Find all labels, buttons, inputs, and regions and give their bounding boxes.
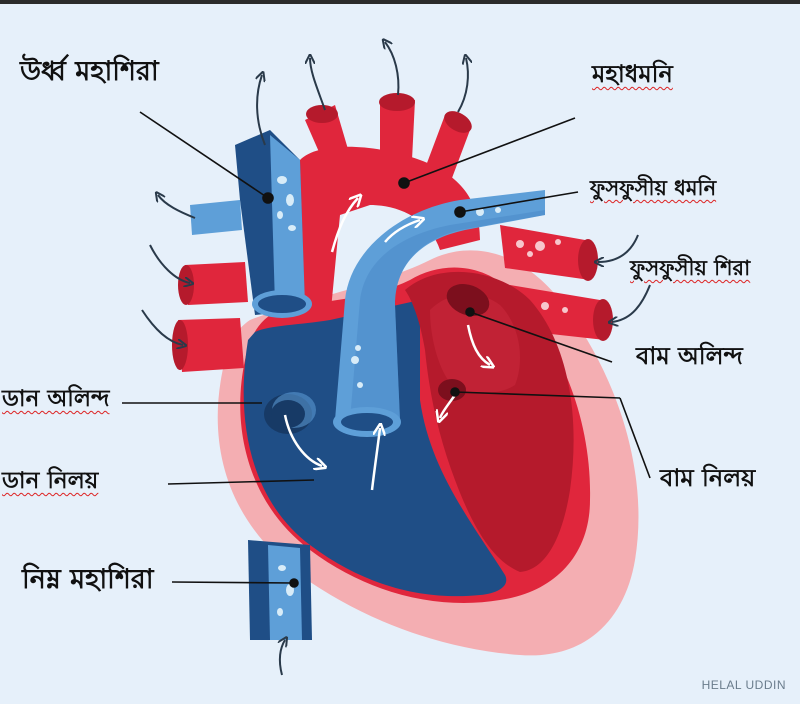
top-border bbox=[0, 0, 800, 4]
left-red-vessels bbox=[172, 262, 248, 372]
label-inferior-vena-cava: নিম্ন মহাশিরা bbox=[22, 564, 154, 595]
label-right-ventricle: ডান নিলয় bbox=[2, 468, 99, 494]
inferior-vena-cava-vessel bbox=[248, 540, 312, 640]
watermark: HELAL UDDIN bbox=[701, 678, 786, 692]
label-left-atrium: বাম অলিন্দ bbox=[636, 342, 743, 370]
label-aorta: মহাধমনি bbox=[592, 60, 673, 88]
leader-lines bbox=[122, 111, 651, 588]
external-flow-arrows bbox=[141, 42, 651, 676]
superior-vena-cava-vessel bbox=[190, 130, 312, 318]
label-left-ventricle: বাম নিলয় bbox=[660, 464, 756, 492]
right-heart-chambers bbox=[243, 300, 507, 597]
label-right-atrium: ডান অলিন্দ bbox=[2, 386, 110, 412]
aorta-vessel bbox=[300, 93, 480, 320]
label-pulmonary-artery: ফুসফুসীয় ধমনি bbox=[590, 176, 717, 200]
label-superior-vena-cava: উর্ধ্ব মহাশিরা bbox=[20, 56, 159, 87]
label-pulmonary-vein: ফুসফুসীয় শিরা bbox=[630, 256, 751, 280]
internal-flow-arrows bbox=[283, 198, 490, 491]
